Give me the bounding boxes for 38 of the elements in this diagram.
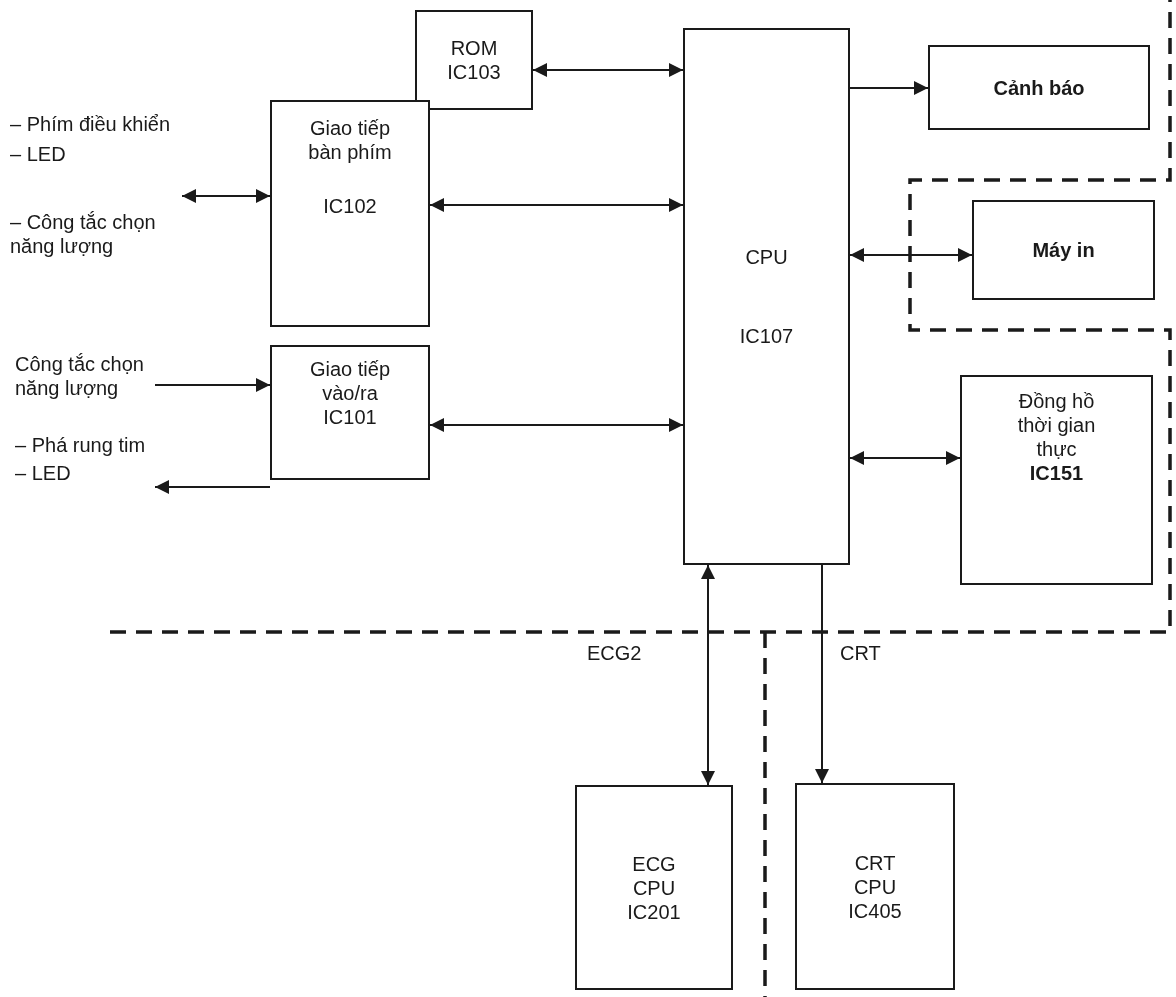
arrow	[154, 378, 271, 392]
block-box	[960, 375, 1153, 585]
arrow	[429, 418, 684, 432]
block-box	[575, 785, 733, 990]
box-label: Giao tiếp bàn phím	[307, 116, 393, 164]
block-box	[270, 345, 430, 480]
arrow	[181, 189, 271, 203]
block-box	[683, 28, 850, 565]
box-label: Giao tiếp vào/ra IC101	[308, 357, 392, 429]
arrow	[532, 63, 684, 77]
arrow	[154, 480, 271, 494]
arrow	[429, 198, 684, 212]
arrow	[701, 564, 715, 786]
arrow	[849, 451, 961, 465]
block-box	[795, 783, 955, 990]
arrow	[849, 248, 973, 262]
box-label: IC102	[323, 194, 377, 218]
signal-text: – Phá rung tim	[15, 433, 147, 457]
block-box	[415, 10, 533, 110]
signal-text: – Phím điều khiển	[10, 112, 172, 136]
box-label: CRT CPU IC405	[847, 850, 903, 923]
signal-text: – LED	[15, 461, 72, 485]
arrow	[849, 81, 929, 95]
box-label: ECG CPU IC201	[626, 851, 682, 924]
signal-text: – LED	[10, 142, 67, 166]
box-label: Máy in	[1032, 238, 1095, 262]
arrow	[815, 564, 829, 784]
signal-text: Công tắc chọn năng lượng	[15, 352, 155, 407]
box-label: ROM IC103	[446, 36, 502, 84]
box-label: IC107	[739, 324, 794, 348]
box-label: Đồng hồ thời gian thực	[1016, 389, 1097, 461]
block-box	[270, 100, 430, 327]
box-label: Cảnh báo	[993, 75, 1085, 100]
box-label: CPU	[745, 245, 788, 269]
block-box	[928, 45, 1150, 130]
signal-text: – Công tắc chọn năng lượng	[10, 210, 157, 258]
box-label: IC151	[1029, 461, 1084, 485]
block-box	[972, 200, 1155, 300]
